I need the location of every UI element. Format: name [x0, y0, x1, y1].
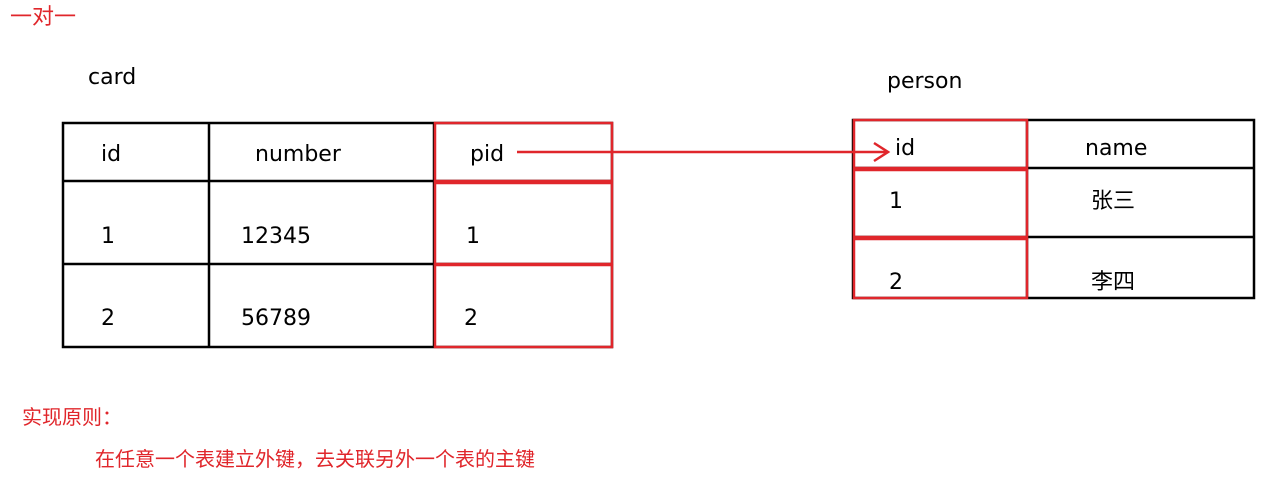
person-cell: 1: [889, 189, 903, 214]
person-id-highlight: [852, 118, 1029, 300]
card-cell: 1: [101, 224, 115, 249]
person-header-id: id: [895, 136, 916, 161]
card-cell: 2: [101, 306, 115, 331]
card-cell: 1: [466, 224, 480, 249]
card-cell: 56789: [241, 306, 311, 331]
card-cell: 2: [464, 306, 478, 331]
card-pid-highlight: [433, 121, 614, 349]
person-cell: 李四: [1091, 270, 1136, 295]
person-header-name: name: [1085, 136, 1148, 161]
person-cell: 2: [889, 270, 903, 295]
person-cell: 张三: [1091, 189, 1136, 214]
diagram-title: 一对一: [10, 5, 77, 30]
card-cell: 12345: [241, 224, 311, 249]
card-table-name: card: [88, 65, 137, 90]
principle-heading: 实现原则：: [22, 405, 122, 429]
principle-body: 在任意一个表建立外键，去关联另外一个表的主键: [95, 447, 535, 471]
card-header-number: number: [255, 142, 341, 167]
relationship-arrow: [517, 141, 891, 163]
card-header-id: id: [101, 142, 122, 167]
card-header-pid: pid: [470, 142, 505, 167]
person-table-name: person: [887, 69, 963, 94]
